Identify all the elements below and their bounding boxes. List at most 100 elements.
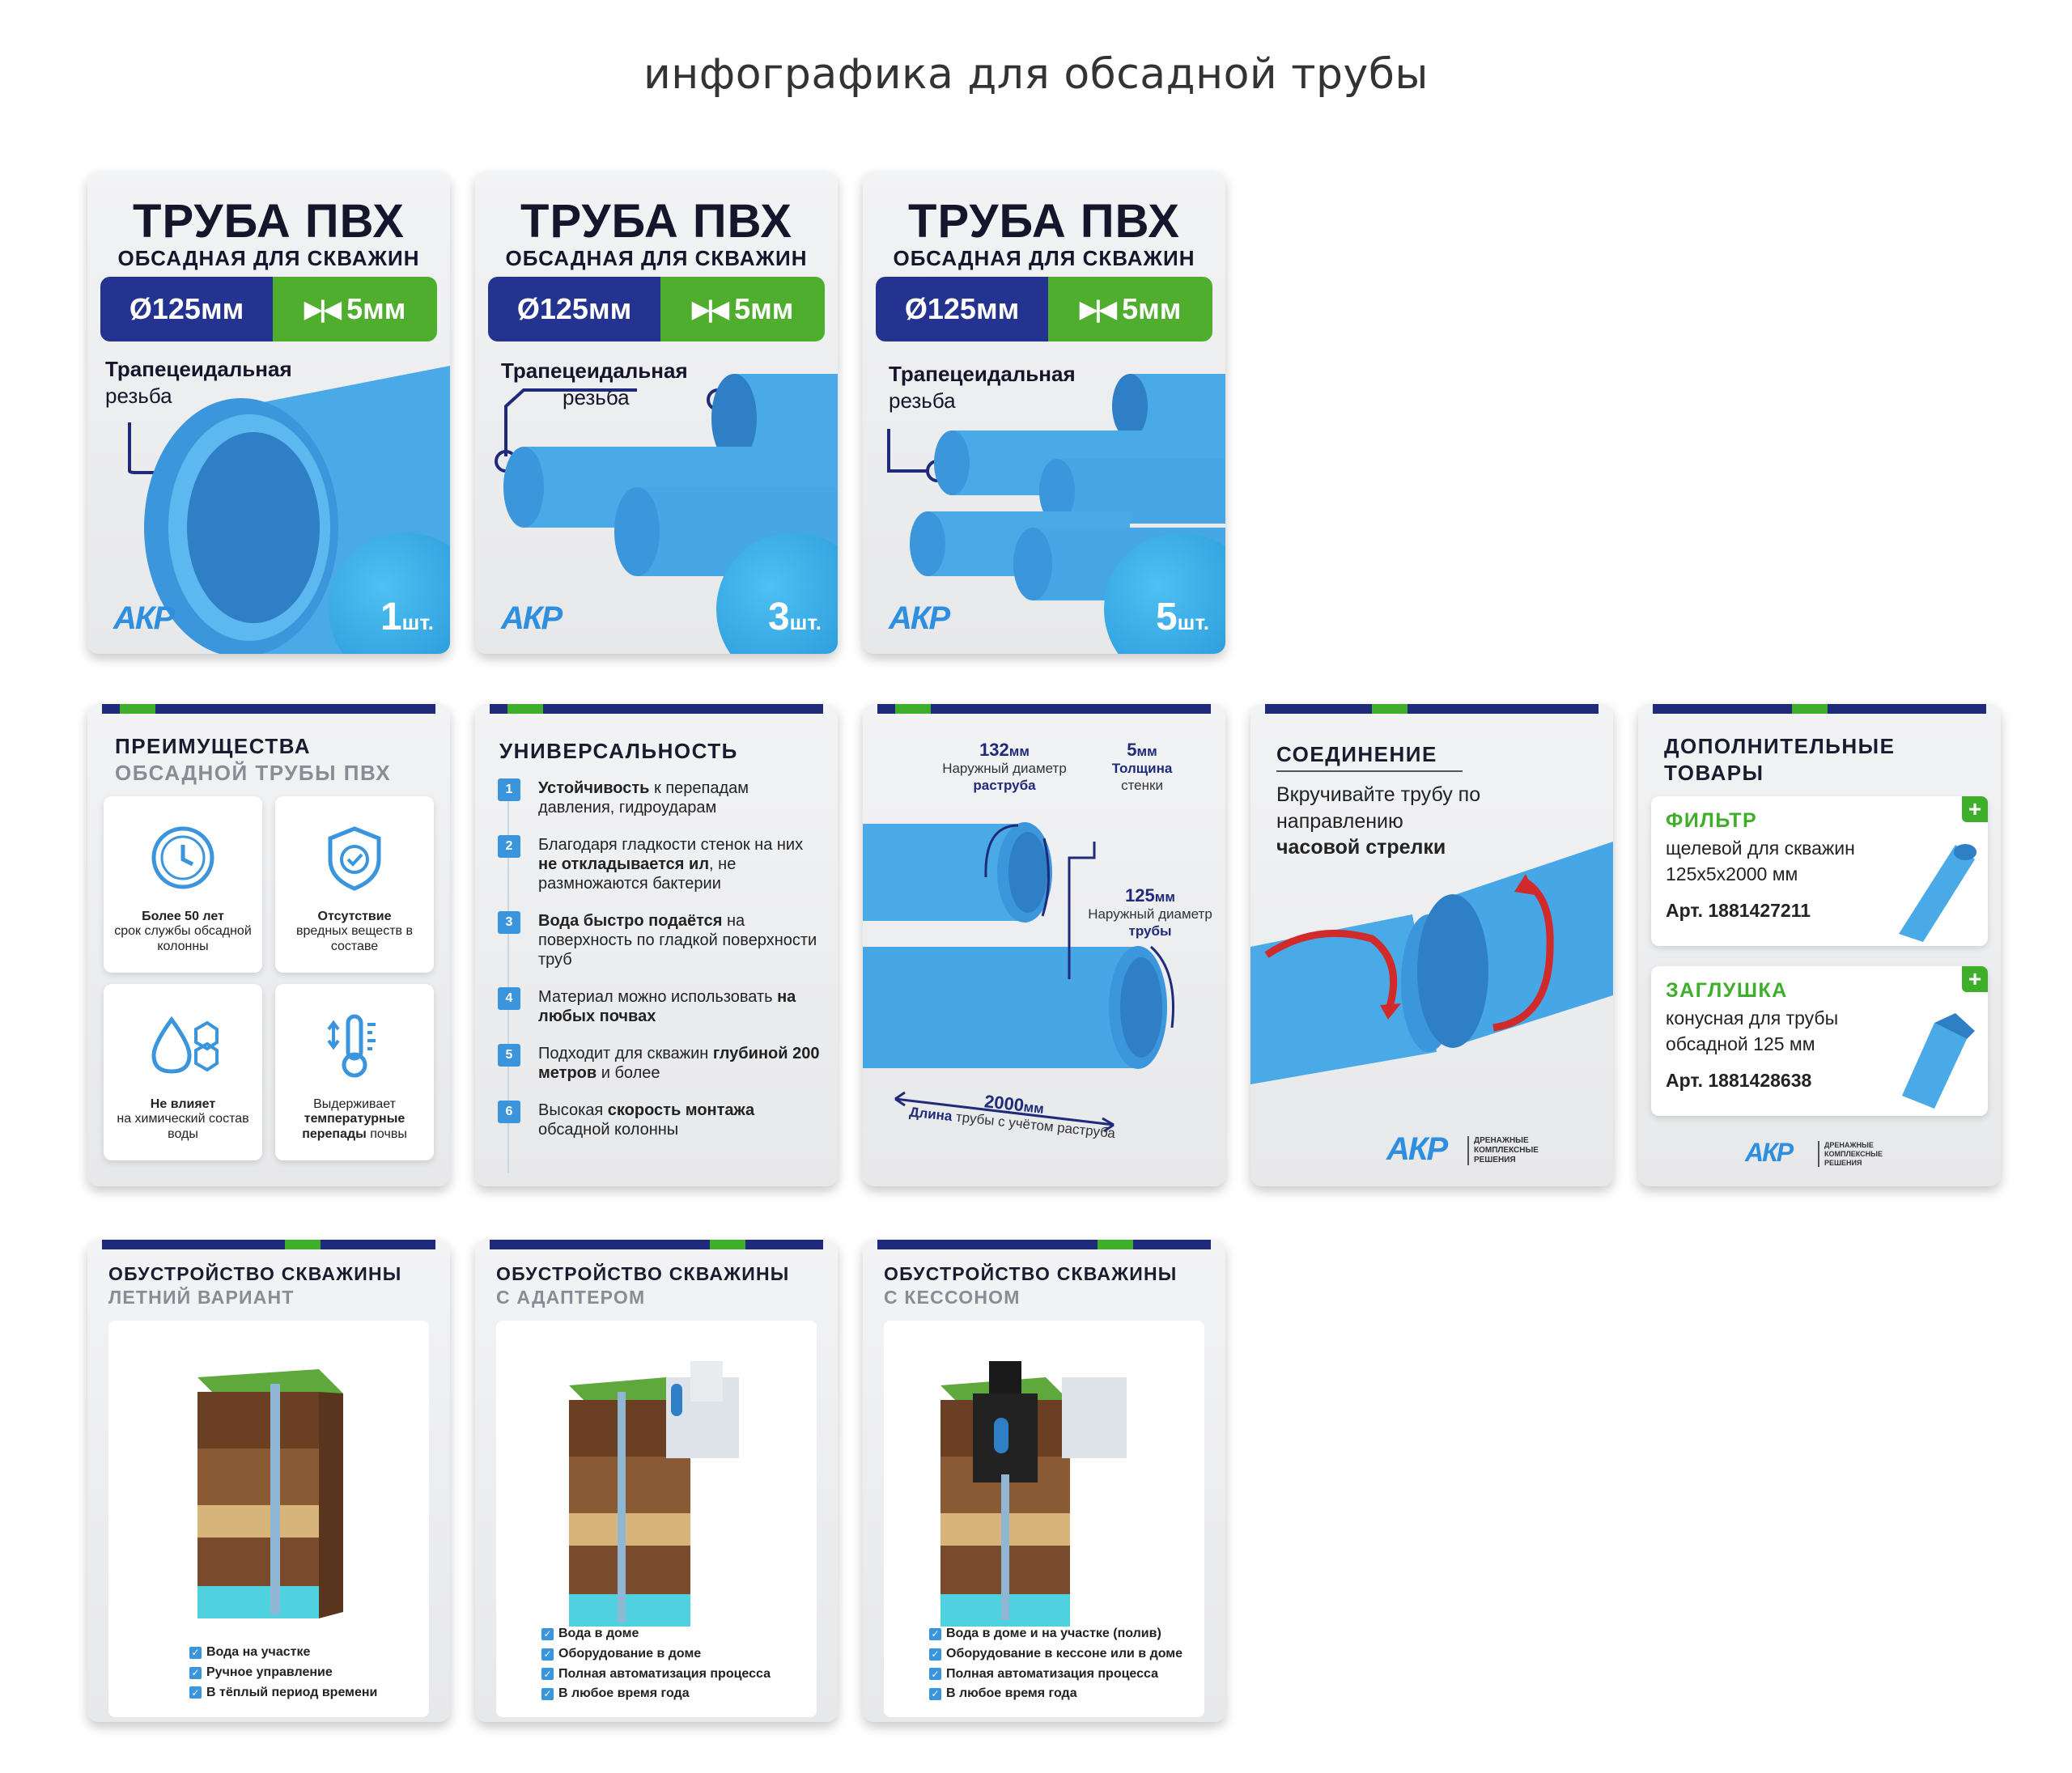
addons-card[interactable]: ДОПОЛНИТЕЛЬНЫЕ ТОВАРЫ ФИЛЬТР щелевой для…	[1638, 704, 2001, 1186]
benefits-heading-line2: ОБСАДНОЙ ТРУБЫ ПВХ	[115, 760, 392, 785]
feature-text: Оборудование в доме	[558, 1646, 702, 1661]
check-icon: ✓	[541, 1668, 554, 1681]
item-text: к перепадам давления, гидроударам	[538, 779, 749, 817]
well-heading: ОБУСТРОЙСТВО СКВАЖИНЫ С КЕССОНОМ	[884, 1262, 1177, 1309]
feature-text: В тёплый период времени	[206, 1685, 378, 1699]
universality-heading: УНИВЕРСАЛЬНОСТЬ	[499, 739, 738, 763]
top-bar	[490, 1240, 823, 1249]
feature-item: ✓ Оборудование в доме	[541, 1644, 771, 1665]
wall-value: 5мм	[1122, 292, 1182, 325]
top-bar-accent	[1792, 704, 1828, 714]
length-unit: мм	[1022, 1099, 1045, 1117]
product-title: ТРУБА ПВХ	[520, 195, 792, 248]
feature-text: Вода на участке	[206, 1645, 311, 1659]
well-heading: ОБУСТРОЙСТВО СКВАЖИНЫ ЛЕТНИЙ ВАРИАНТ	[108, 1262, 401, 1309]
check-icon: ✓	[929, 1668, 941, 1681]
wall-value: 5мм	[346, 292, 406, 325]
product-card-5[interactable]: ТРУБА ПВХ ОБСАДНАЯ ДЛЯ СКВАЖИН Ø125мм ▶|…	[863, 172, 1225, 654]
check-icon: ✓	[929, 1648, 941, 1661]
benefit-text: на химический состав воды	[117, 1112, 249, 1141]
wall-thickness-unit: мм	[1136, 744, 1157, 759]
socket-diameter-value: 132	[979, 740, 1009, 760]
feature-item: ✓Ручное управление	[189, 1663, 377, 1683]
quantity-unit: шт.	[1177, 610, 1209, 634]
length-value: 2000	[983, 1091, 1025, 1116]
item-number: 4	[498, 987, 520, 1010]
thread-label-bold: Трапецеидальная	[889, 362, 1076, 386]
top-bar-accent	[285, 1240, 321, 1249]
item-number: 3	[498, 911, 520, 934]
product-card-1[interactable]: ТРУБА ПВХ ОБСАДНАЯ ДЛЯ СКВАЖИН Ø125мм ▶|…	[87, 172, 450, 654]
addons-heading: ДОПОЛНИТЕЛЬНЫЕ ТОВАРЫ	[1664, 733, 1895, 786]
quantity-unit: шт.	[789, 610, 822, 634]
thread-label: Трапецеидальная резьба	[889, 361, 1076, 414]
well-card-caisson[interactable]: ОБУСТРОЙСТВО СКВАЖИНЫ С КЕССОНОМ ✓Вода в…	[863, 1240, 1225, 1722]
item-pre: Материал можно использовать	[538, 988, 778, 1006]
spec-chips: Ø125мм ▶|◀5мм	[100, 277, 437, 341]
wall-value: 5мм	[734, 292, 794, 325]
well-illustration-panel: ✓Вода в доме ✓Оборудование в доме ✓Полна…	[496, 1321, 817, 1717]
item-pre: Высокая	[538, 1101, 608, 1119]
feature-text: В любое время года	[558, 1686, 690, 1701]
add-to-cart-button[interactable]: +	[1962, 796, 1988, 822]
thread-label: Трапецеидальная резьба	[105, 356, 292, 409]
top-bar-accent	[120, 704, 155, 714]
page-title: инфографика для обсадной трубы	[643, 50, 1429, 99]
benefit-pre: Выдерживает	[313, 1097, 396, 1111]
water-drop-molecule-icon	[151, 1016, 219, 1074]
top-bar-accent	[1372, 704, 1408, 714]
thread-label-rest: резьба	[105, 383, 172, 408]
feature-text: Полная автоматизация процесса	[558, 1666, 771, 1681]
check-icon: ✓	[541, 1648, 554, 1661]
pipe-dimensions-illustration	[863, 822, 1175, 1133]
item-pre: Подходит для скважин	[538, 1045, 713, 1063]
spec-chips: Ø125мм ▶|◀5мм	[488, 277, 825, 341]
dimensions-card[interactable]: 132мм Наружный диаметр раструба 5мм Толщ…	[863, 704, 1225, 1186]
wall-thickness-text: стенки	[1121, 777, 1163, 793]
benefit-bold: Не влияет	[150, 1097, 216, 1111]
connection-card[interactable]: СОЕДИНЕНИЕ Вкручивайте трубу по направле…	[1250, 704, 1613, 1186]
addon-description: щелевой для скважин 125x5x2000 мм	[1666, 838, 1855, 885]
diameter-chip: Ø125мм	[876, 277, 1049, 341]
well-caisson-diagram	[940, 1361, 1127, 1627]
check-icon: ✓	[541, 1688, 554, 1701]
add-to-cart-button[interactable]: +	[1962, 966, 1988, 992]
well-heading-line2: ЛЕТНИЙ ВАРИАНТ	[108, 1286, 295, 1308]
feature-item: ✓ В любое время года	[541, 1684, 771, 1704]
clock-icon	[151, 826, 214, 889]
pipe-diameter-unit: мм	[1154, 889, 1175, 905]
product-subtitle: ОБСАДНАЯ ДЛЯ СКВАЖИН	[505, 246, 808, 270]
well-card-summer[interactable]: ОБУСТРОЙСТВО СКВАЖИНЫ ЛЕТНИЙ ВАРИАНТ ✓Во…	[87, 1240, 450, 1722]
quantity-label: 3шт.	[768, 595, 822, 639]
quantity-label: 1шт.	[380, 595, 434, 639]
wall-thickness-icon: ▶|◀	[304, 295, 342, 323]
benefit-text: почвы	[370, 1126, 407, 1141]
check-icon: ✓	[541, 1627, 554, 1640]
product-title: ТРУБА ПВХ	[908, 195, 1180, 248]
addon-plug[interactable]: ЗАГЛУШКА конусная для трубы обсадной 125…	[1651, 966, 1988, 1116]
well-adapter-diagram	[569, 1361, 739, 1627]
connection-heading: СОЕДИНЕНИЕ	[1276, 742, 1437, 766]
product-card-3[interactable]: ТРУБА ПВХ ОБСАДНАЯ ДЛЯ СКВАЖИН Ø125мм ▶|…	[475, 172, 838, 654]
top-bar	[490, 704, 823, 714]
feature-item: ✓Оборудование в кессоне или в доме	[929, 1644, 1182, 1665]
check-icon: ✓	[929, 1627, 941, 1640]
socket-diameter-bold: раструба	[973, 777, 1036, 793]
addon-filter[interactable]: ФИЛЬТР щелевой для скважин 125x5x2000 мм…	[1651, 796, 1988, 946]
shield-check-icon	[328, 826, 381, 891]
pipe-connection-illustration	[1250, 842, 1613, 1084]
brand-logo: АКР	[889, 600, 950, 636]
benefits-card[interactable]: ПРЕИМУЩЕСТВА ОБСАДНОЙ ТРУБЫ ПВХ Более 50…	[87, 704, 450, 1186]
brand-caption: ДРЕНАЖНЫЕ КОМПЛЕКСНЫЕ РЕШЕНИЯ	[1818, 1141, 1899, 1168]
benefit-bold: температурные перепады	[302, 1112, 405, 1141]
well-heading-line1: ОБУСТРОЙСТВО СКВАЖИНЫ	[496, 1263, 790, 1284]
well-card-adapter[interactable]: ОБУСТРОЙСТВО СКВАЖИНЫ С АДАПТЕРОМ ✓Вода …	[475, 1240, 838, 1722]
